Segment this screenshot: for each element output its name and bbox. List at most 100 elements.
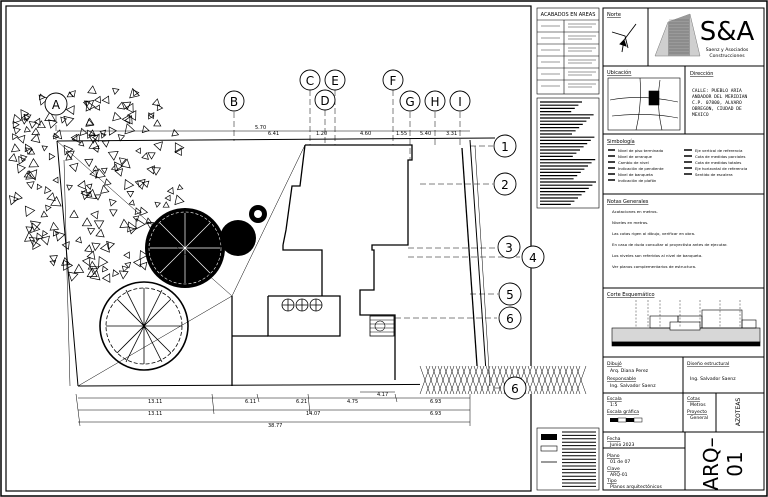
dim-bottom-7: 14.07	[306, 411, 320, 417]
paving-hatch	[419, 365, 587, 395]
dim-bottom-6: 13.11	[148, 411, 162, 417]
axis-6: 6	[506, 312, 514, 326]
dim-top-5: 1.55	[396, 131, 407, 137]
title-block	[602, 7, 765, 491]
sheet-code: ARQ– 01	[699, 437, 747, 490]
dim-top-6: 5.40	[420, 131, 431, 137]
finishes-notes-block	[536, 97, 600, 209]
dimension-lines	[57, 130, 491, 427]
responsible-label: Responsable	[607, 376, 636, 382]
address-line-4: OBREGON, CIUDAD DE	[692, 106, 742, 112]
units-label: Cotas	[687, 396, 701, 402]
address-text: CALLE: PUEBLO ARIA ANDADOR DEL MERIDIAN …	[692, 88, 748, 118]
meta-block: Escala 1:5 Escala gráfica Cotas Metros P…	[606, 396, 708, 490]
drawn-by: Arq. Diana Perez	[610, 368, 649, 374]
symbol-2: Nivel de arranque	[618, 154, 653, 159]
location-label: Ubicación	[607, 69, 631, 76]
dim-bottom-2: 6.11	[245, 399, 256, 405]
notes-label: Notas Generales	[607, 199, 649, 205]
note-5: Los niveles son referidos al nivel de ba…	[612, 253, 702, 258]
symbol-9: Cota de medidas totales	[695, 160, 741, 165]
address-line-5: MEXICO	[692, 112, 709, 118]
logo-text: S&A	[700, 17, 755, 47]
north-label: Norte	[607, 12, 621, 18]
type-value: Planos arquitectónicos	[610, 483, 662, 490]
symbol-8: Cota de medidas parciales	[695, 154, 745, 159]
dim-top-3: 1.20	[316, 131, 327, 137]
grid-bubbles	[44, 69, 545, 400]
tree-outline	[99, 281, 189, 371]
skylight-symbols	[281, 298, 323, 312]
project-value: General	[690, 415, 708, 421]
address-line-1: CALLE: PUEBLO ARIA	[692, 88, 742, 94]
axis-1: 1	[501, 140, 509, 154]
grid-axes	[55, 90, 520, 389]
note-3: Las cotas rigen al dibujo, verificar en …	[612, 231, 695, 236]
graphic-scale-label: Escala gráfica	[607, 408, 639, 415]
sheet-name: AZOTEAS	[735, 398, 742, 426]
location-map	[607, 77, 681, 131]
axis-E: E	[331, 74, 339, 88]
dim-total: 38.77	[268, 423, 282, 429]
tree-dark-2	[220, 205, 267, 256]
drawn-by-label: Dibujó	[607, 360, 622, 367]
company-name-1: Saenz y Asociados	[706, 47, 749, 53]
symbol-4: Indicación de pendiente	[618, 166, 664, 171]
legend-swatch-block	[536, 427, 600, 491]
dim-bottom-4: 4.75	[347, 399, 358, 405]
symbol-3: Cambio de nivel	[618, 160, 649, 165]
finishes-title: ACABADOS EN AREAS	[541, 12, 596, 18]
dim-small: 4.17	[377, 392, 388, 398]
axis-I: I	[458, 95, 462, 109]
section-diagram	[611, 300, 761, 347]
note-6: Ver planos complementarios de estructura…	[612, 264, 696, 269]
structural: Ing. Salvador Saenz	[690, 376, 736, 382]
address-line-3: C.P. 07800, ALVARO	[692, 100, 742, 106]
axis-C: C	[306, 74, 314, 88]
company-name-2: Construcciones	[709, 53, 745, 59]
symbology-icons	[608, 149, 692, 181]
symbology-label: Simbología	[607, 138, 635, 145]
axis-A: A	[52, 98, 61, 112]
dim-top-4: 4.60	[360, 131, 371, 137]
symbol-11: Sentido de escalera	[695, 172, 733, 177]
address-line-2: ANDADOR DEL MERIDIAN	[692, 94, 748, 100]
plan-value: 01 de 07	[610, 459, 630, 465]
axis-H: H	[430, 95, 439, 109]
grid-bubble-labels: A B C E D F G H I 1 2 3 4 5 6 6	[52, 74, 537, 396]
notes-list: Acotaciones en metros. Niveles en metros…	[612, 209, 727, 269]
sheet-code-line2: 01	[723, 451, 747, 476]
axis-3: 3	[505, 241, 513, 255]
note-4: En caso de duda consultar al proyectista…	[612, 242, 727, 247]
symbol-7: Eje vertical de referencia	[695, 148, 743, 153]
dim-top-2: 6.41	[268, 131, 279, 137]
building-walls	[231, 144, 479, 386]
dimension-labels: 5.70 6.41 1.20 4.60 1.55 5.40 3.31 13.11…	[148, 125, 457, 429]
dim-top-7: 3.31	[446, 131, 457, 137]
dim-bottom-1: 13.11	[148, 399, 162, 405]
dim-bottom-8: 6.93	[430, 411, 441, 417]
units-value: Metros	[690, 402, 706, 408]
finishes-table	[536, 7, 600, 95]
symbol-1: Nivel de piso terminado	[618, 148, 664, 153]
axis-B: B	[230, 95, 238, 109]
company-logo: S&A Saenz y Asociados Construcciones	[654, 13, 755, 59]
axis-5: 5	[506, 288, 514, 302]
axis-D: D	[320, 94, 329, 108]
key-value: ARQ-01	[610, 472, 628, 478]
axis-6b: 6	[511, 382, 519, 396]
responsible: Ing. Salvador Saenz	[610, 383, 656, 389]
structural-label: Diseño estructural	[687, 361, 729, 367]
symbol-5: Nivel de banqueta	[618, 172, 653, 177]
plan-label: Plano	[607, 453, 620, 459]
dim-top-1: 5.70	[255, 125, 266, 131]
section-label: Corte Esquemático	[607, 291, 655, 298]
graphic-scale-bar	[610, 417, 643, 423]
date-value: Junio 2023	[609, 442, 634, 448]
address-label: Dirección	[690, 70, 713, 77]
credits: Dibujó Arq. Diana Perez Responsable Ing.…	[607, 360, 736, 389]
axis-G: G	[405, 95, 414, 109]
dim-bottom-3: 6.21	[296, 399, 307, 405]
tree-dark-1	[145, 208, 225, 288]
